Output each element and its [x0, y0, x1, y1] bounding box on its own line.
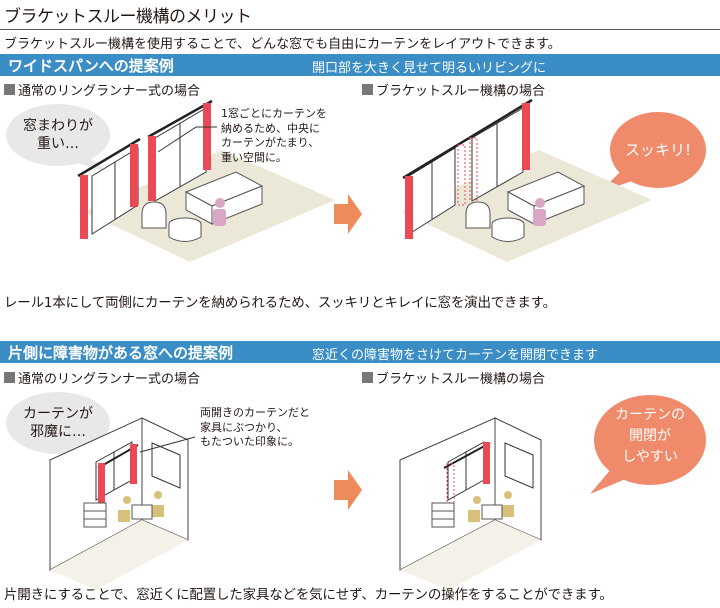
section1-bubble-right-text: スッキリ! [624, 141, 691, 159]
curtain-outline [446, 463, 455, 505]
curtain [405, 103, 530, 239]
dining-table [131, 504, 153, 520]
cabinet [83, 502, 107, 528]
armchair [141, 201, 167, 229]
arrow-right-icon [334, 470, 362, 510]
square-bullet-icon [4, 372, 15, 383]
curtain [98, 444, 137, 503]
window-right-2 [471, 107, 524, 202]
section1-left-case-label: 通常のリングランナー式の場合 [4, 80, 200, 99]
page-subtitle: ブラケットスルー機構を使用することで、どんな窓でも自由にカーテンをレイアウトでき… [4, 37, 561, 52]
cabinet [431, 502, 455, 528]
section2-heading-bar: 片側に障害物がある窓への提案例 窓近くの障害物をさけてカーテンを開閉できます [0, 341, 720, 363]
section2-caption: 片開きにすることで、窓近くに配置した家具などを気にせず、カーテンの操作をすること… [4, 587, 613, 603]
floor [400, 520, 541, 590]
page-title: ブラケットスルー機構のメリット [4, 7, 252, 27]
section1-caption: レール1本にして両側にカーテンを納められるため、スッキリとキレイに窓を演出できま… [4, 295, 556, 311]
section1-right-case-label: ブラケットスルー機構の場合 [362, 80, 545, 99]
chair [118, 505, 164, 522]
curtain [80, 103, 211, 239]
coffee-table [168, 217, 202, 242]
person [213, 198, 226, 226]
speech-bubble-orange [590, 395, 706, 494]
person [533, 198, 546, 226]
side-window [151, 442, 181, 489]
section2-left-case-label: 通常のリングランナー式の場合 [4, 368, 200, 387]
section2-heading: 片側に障害物がある窓への提案例 [8, 344, 234, 362]
section2-bubble-right-text: カーテンの 開閉が しやすい [615, 407, 685, 465]
section2-subheading: 窓近くの障害物をさけてカーテンを開閉できます [312, 348, 599, 363]
title-divider [0, 29, 720, 30]
dining-table [481, 504, 503, 520]
section2-note: 両開きのカーテンだと 家具にぶつかり、 もたついた印象に。 [200, 406, 310, 448]
section2-right-case-label: ブラケットスルー機構の場合 [362, 368, 545, 387]
section1-bubble-left-text: 窓まわりが 重い… [23, 118, 93, 152]
window-left-2 [154, 107, 207, 202]
person [473, 491, 512, 504]
section2-bubble-left-text: カーテンが 邪魔に… [23, 406, 93, 440]
section1-subheading: 開口部を大きく見せて明るいリビングに [312, 61, 547, 76]
section1-heading-bar: ワイドスパンへの提案例 開口部を大きく見せて明るいリビングに [0, 54, 720, 76]
coffee-table [491, 217, 525, 242]
square-bullet-icon [362, 372, 373, 383]
section1-illustrations [6, 98, 706, 262]
section1-note: 1窓ごとにカーテンを 納めるため、中央に カーテンがたまり、 重い空間に。 [221, 107, 327, 164]
curtain-outline [457, 137, 478, 206]
section1-heading: ワイドスパンへの提案例 [8, 57, 174, 75]
curtain [483, 442, 490, 484]
side-window [504, 442, 534, 489]
square-bullet-icon [4, 84, 15, 95]
arrow-right-icon [334, 194, 362, 234]
floor [50, 520, 188, 590]
chair [468, 505, 514, 522]
square-bullet-icon [362, 84, 373, 95]
armchair [465, 201, 491, 229]
person [123, 491, 162, 504]
